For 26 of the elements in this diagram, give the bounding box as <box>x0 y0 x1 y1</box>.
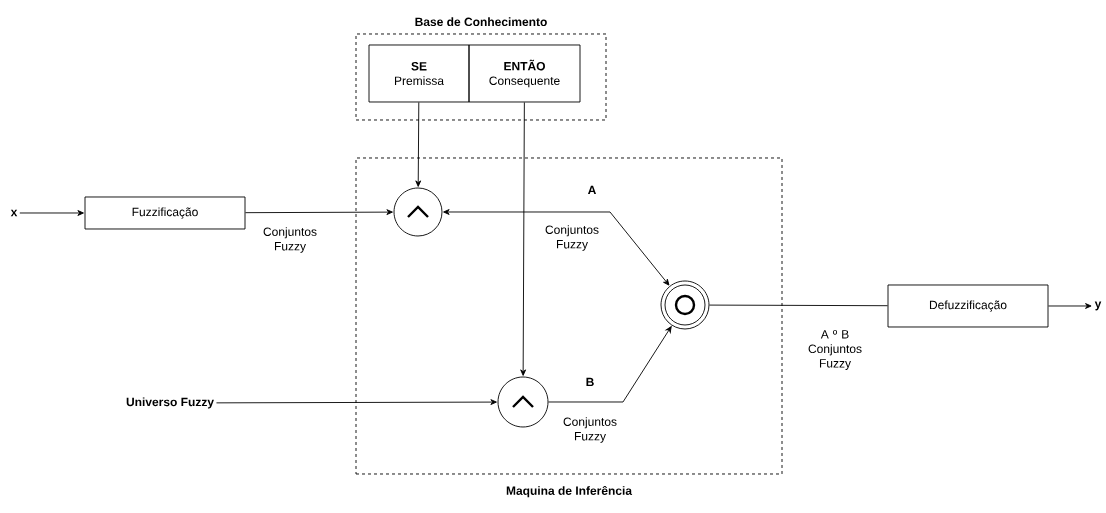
arrow <box>520 102 527 376</box>
node-label: Maquina de Inferência <box>506 485 633 498</box>
edge-label: A º B Conjuntos Fuzzy <box>808 330 862 370</box>
signal-label: Universo Fuzzy <box>126 397 214 409</box>
process-box: SE Premissa <box>368 44 470 103</box>
and-operator-circle <box>393 187 443 237</box>
composition-operator-circle <box>660 280 710 330</box>
edge-label: Conjuntos Fuzzy <box>263 227 317 253</box>
arrow <box>548 326 672 403</box>
set-label: Conjuntos Fuzzy <box>563 417 617 443</box>
process-box: ENTÃO Consequente <box>468 44 581 103</box>
node-label: Base de Conhecimento <box>415 17 547 27</box>
arrow <box>216 399 497 405</box>
arrow <box>415 102 422 187</box>
process-box: Defuzzificação <box>887 284 1049 328</box>
arrow <box>245 209 393 215</box>
signal-label: x <box>10 209 18 217</box>
edge-label: A <box>587 185 596 195</box>
arrow <box>443 209 670 286</box>
edge-label: B <box>586 377 594 387</box>
arrow <box>1048 303 1092 309</box>
process-box: Fuzzificação <box>84 196 246 230</box>
signal-label: y <box>1094 301 1102 311</box>
set-label: Conjuntos Fuzzy <box>545 225 599 251</box>
arrow <box>19 210 84 216</box>
and-operator-circle <box>497 376 549 428</box>
